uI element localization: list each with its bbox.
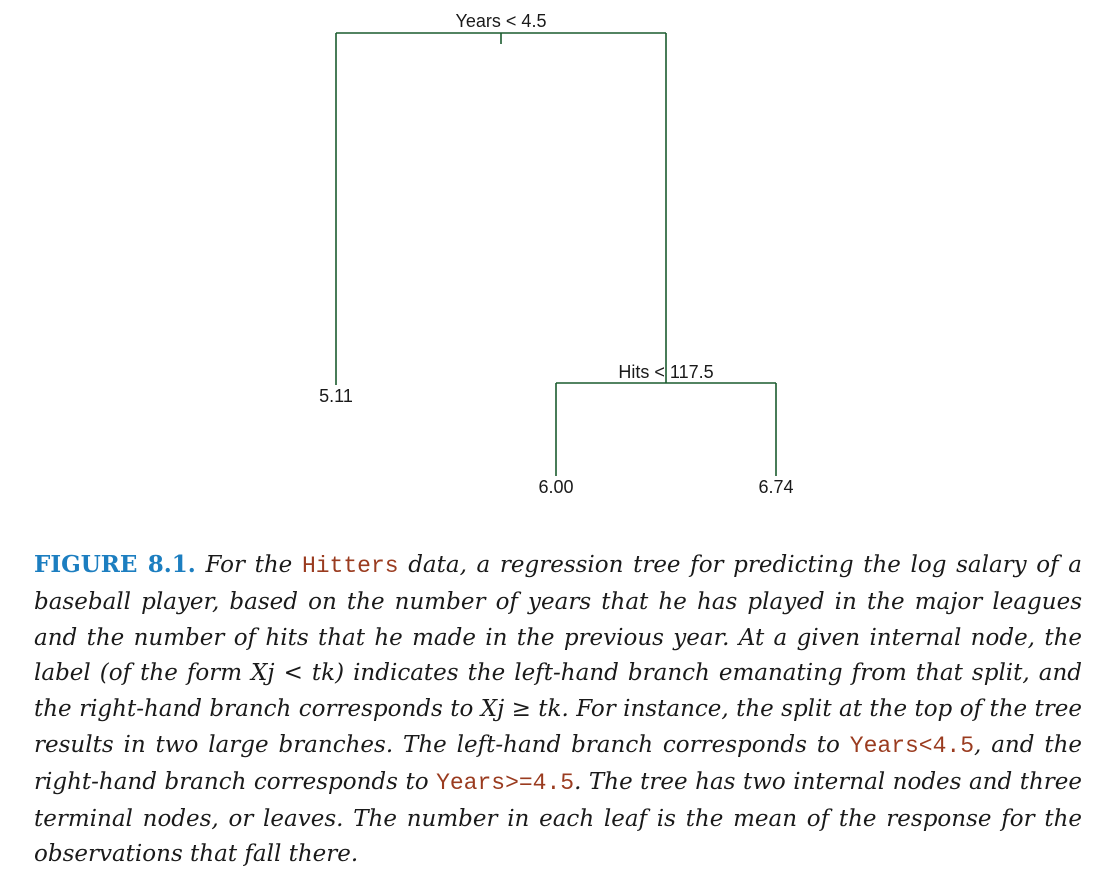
leaf-value-2: 6.00 <box>538 477 573 497</box>
caption-text: data, a regression tree for predicting t… <box>34 552 1083 687</box>
code-expression: Years<4.5 <box>849 732 975 759</box>
regression-tree-diagram: Years < 4.5 Hits < 117.5 5.11 6.00 6.74 <box>319 11 793 497</box>
caption-text: . For instance, the split at the top of … <box>34 696 1082 758</box>
inner-split-label: Hits < 117.5 <box>618 362 713 382</box>
caption-text: For the <box>205 552 293 578</box>
leaf-value-1: 5.11 <box>319 386 353 406</box>
math-expression: Xj ≥ tk <box>480 696 562 723</box>
caption-text: , and the right-hand branch corresponds … <box>34 731 1082 795</box>
caption-text: ) indicates the left-hand branch emanati… <box>34 660 1082 723</box>
math-expression: Xj < tk <box>251 660 336 687</box>
root-split-label: Years < 4.5 <box>456 11 547 31</box>
figure-caption: FIGURE 8.1. For the Hitters data, a regr… <box>34 547 1082 873</box>
caption-text: . The tree has two internal nodes and th… <box>34 768 1082 868</box>
figure-label: FIGURE 8.1. <box>34 551 196 578</box>
tree-edges <box>335 32 777 476</box>
leaf-value-3: 6.74 <box>758 477 793 497</box>
dataset-name: Hitters <box>301 553 399 579</box>
code-expression: Years>=4.5 <box>436 769 575 796</box>
